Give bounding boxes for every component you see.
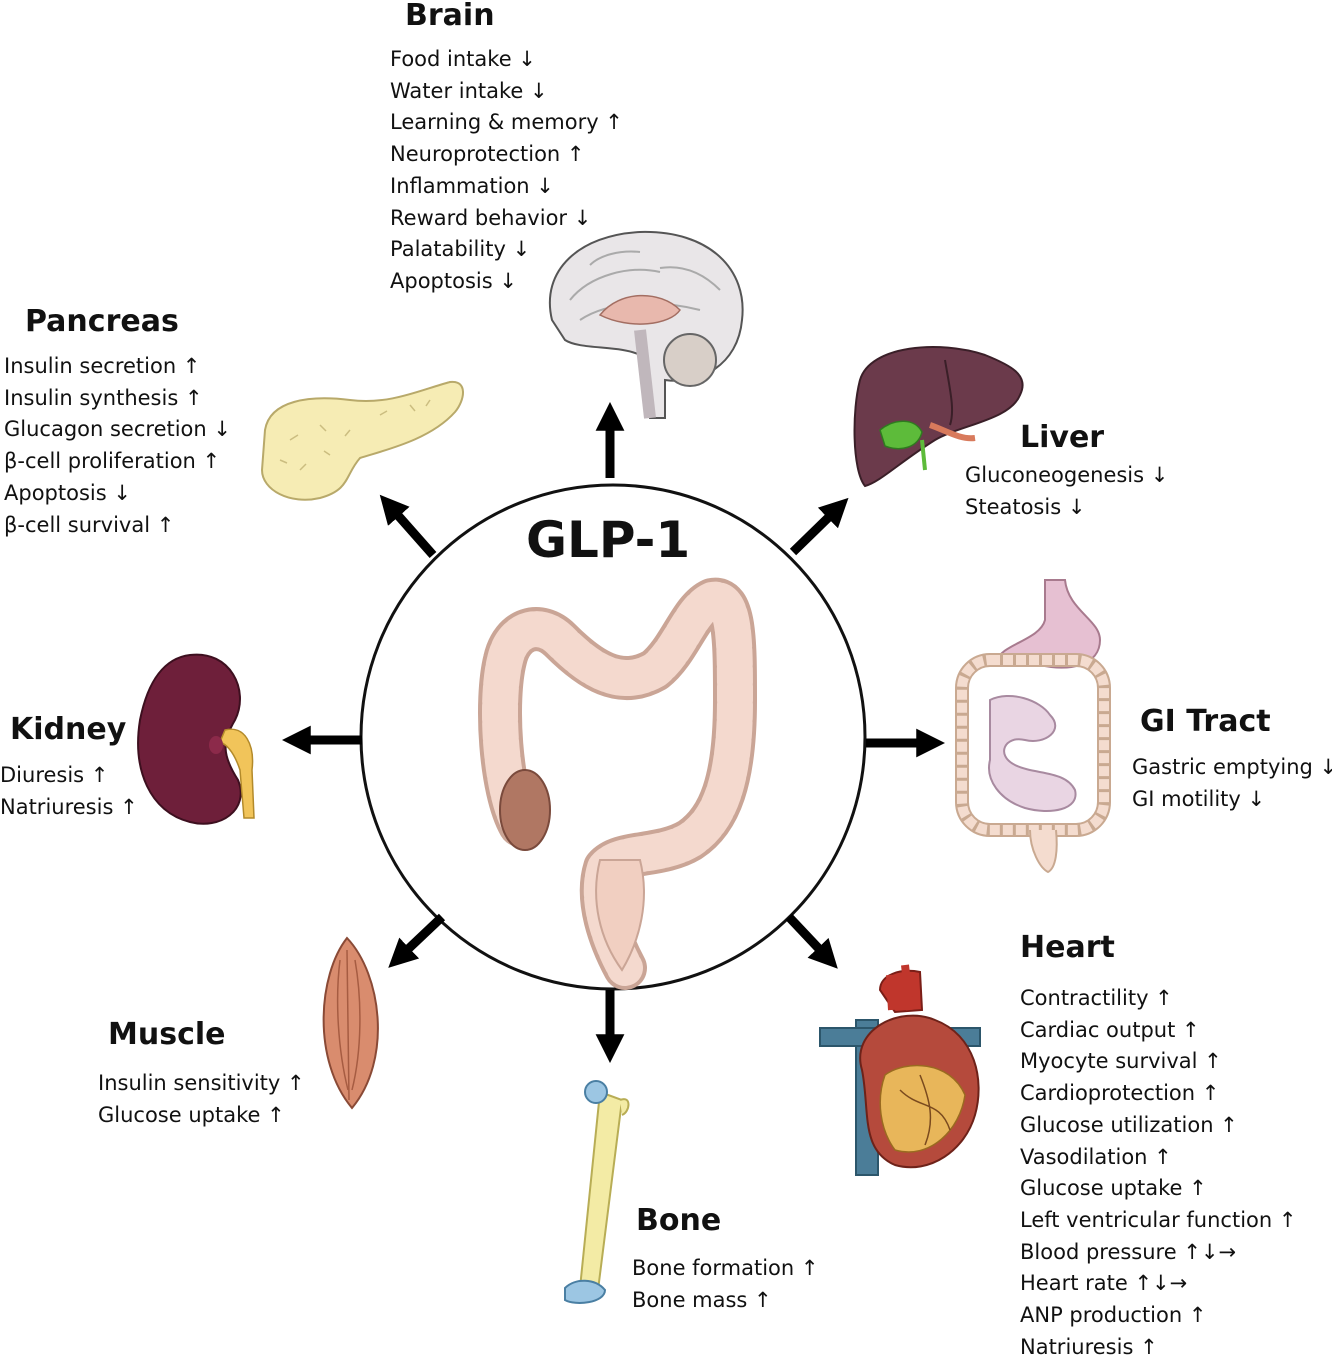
muscle-effect: Glucose uptake ↑ xyxy=(98,1102,285,1127)
brain-title: Brain xyxy=(405,0,495,33)
heart-effect: Blood pressure ↑↓→ xyxy=(1020,1239,1237,1264)
heart-effect: Vasodilation ↑ xyxy=(1020,1144,1172,1169)
heart-effect: Myocyte survival ↑ xyxy=(1020,1049,1222,1074)
brain-effect: Reward behavior ↓ xyxy=(390,205,592,230)
gi-tract-title: GI Tract xyxy=(1140,704,1271,739)
gi-tract-effect: GI motility ↓ xyxy=(1132,786,1266,811)
center-label-glp1: GLP-1 xyxy=(526,511,691,569)
bone-icon xyxy=(564,1080,630,1304)
arrow-to-muscle xyxy=(388,913,446,968)
heart-effect: ANP production ↑ xyxy=(1020,1303,1207,1328)
kidney-title: Kidney xyxy=(10,712,127,747)
brain-effect: Palatability ↓ xyxy=(390,237,531,262)
muscle-title: Muscle xyxy=(108,1017,226,1052)
pancreas-effect: β-cell survival ↑ xyxy=(4,512,175,537)
liver-effect: Gluconeogenesis ↓ xyxy=(965,463,1169,487)
pancreas-effect: Glucagon secretion ↓ xyxy=(4,417,231,442)
bone-effect: Bone mass ↑ xyxy=(632,1287,772,1312)
bone-effect: Bone formation ↑ xyxy=(632,1256,819,1280)
pancreas-effect: Insulin synthesis ↑ xyxy=(4,385,203,410)
pancreas-title: Pancreas xyxy=(25,304,179,339)
gi-tract-effects-list: Gastric emptying ↓ GI motility ↓ xyxy=(1132,752,1332,815)
brain-effects-list: Food intake ↓ Water intake ↓ Learning & … xyxy=(390,44,623,298)
brain-effect: Food intake ↓ xyxy=(390,47,536,71)
pancreas-effect: β-cell proliferation ↑ xyxy=(4,449,221,474)
kidney-effect: Diuresis ↑ xyxy=(0,763,109,787)
bone-title: Bone xyxy=(636,1203,722,1238)
liver-effect: Steatosis ↓ xyxy=(965,494,1086,519)
arrow-to-heart xyxy=(785,913,838,969)
heart-effect: Glucose utilization ↑ xyxy=(1020,1112,1238,1137)
pancreas-effects-list: Insulin secretion ↑ Insulin synthesis ↑ … xyxy=(4,351,231,541)
pancreas-effect: Insulin secretion ↑ xyxy=(4,354,201,378)
arrow-to-liver xyxy=(789,497,849,556)
heart-title: Heart xyxy=(1020,930,1115,965)
heart-effect: Contractility ↑ xyxy=(1020,986,1173,1010)
liver-effects-list: Gluconeogenesis ↓ Steatosis ↓ xyxy=(965,460,1168,523)
brain-effect: Apoptosis ↓ xyxy=(390,268,517,293)
kidney-icon xyxy=(137,653,255,825)
heart-effects-list: Contractility ↑ Cardiac output ↑ Myocyte… xyxy=(1020,983,1296,1363)
brain-effect: Water intake ↓ xyxy=(390,78,548,103)
brain-effect: Learning & memory ↑ xyxy=(390,110,623,135)
liver-icon xyxy=(853,346,1024,488)
liver-title: Liver xyxy=(1020,420,1105,455)
gi-tract-effect: Gastric emptying ↓ xyxy=(1132,755,1332,779)
heart-effect: Natriuresis ↑ xyxy=(1020,1334,1158,1359)
brain-icon xyxy=(549,230,744,419)
bone-effects-list: Bone formation ↑ Bone mass ↑ xyxy=(632,1253,819,1316)
gi-tract-icon xyxy=(955,579,1111,874)
brain-effect: Neuroprotection ↑ xyxy=(390,142,585,167)
brain-effect: Inflammation ↓ xyxy=(390,173,554,198)
muscle-icon xyxy=(322,936,379,1110)
kidney-effects-list: Diuresis ↑ Natriuresis ↑ xyxy=(0,760,138,823)
heart-effect: Cardiac output ↑ xyxy=(1020,1017,1200,1042)
arrow-to-pancreas xyxy=(379,494,437,558)
heart-effect: Glucose uptake ↑ xyxy=(1020,1176,1207,1201)
heart-effect: Left ventricular function ↑ xyxy=(1020,1207,1297,1232)
pancreas-icon xyxy=(260,380,464,501)
muscle-effect: Insulin sensitivity ↑ xyxy=(98,1071,305,1095)
pancreas-effect: Apoptosis ↓ xyxy=(4,480,131,505)
intestine-icon xyxy=(478,577,757,990)
heart-effect: Heart rate ↑↓→ xyxy=(1020,1271,1188,1296)
muscle-effects-list: Insulin sensitivity ↑ Glucose uptake ↑ xyxy=(98,1068,305,1131)
kidney-effect: Natriuresis ↑ xyxy=(0,794,138,819)
heart-effect: Cardioprotection ↑ xyxy=(1020,1081,1220,1106)
heart-icon xyxy=(819,964,981,1176)
